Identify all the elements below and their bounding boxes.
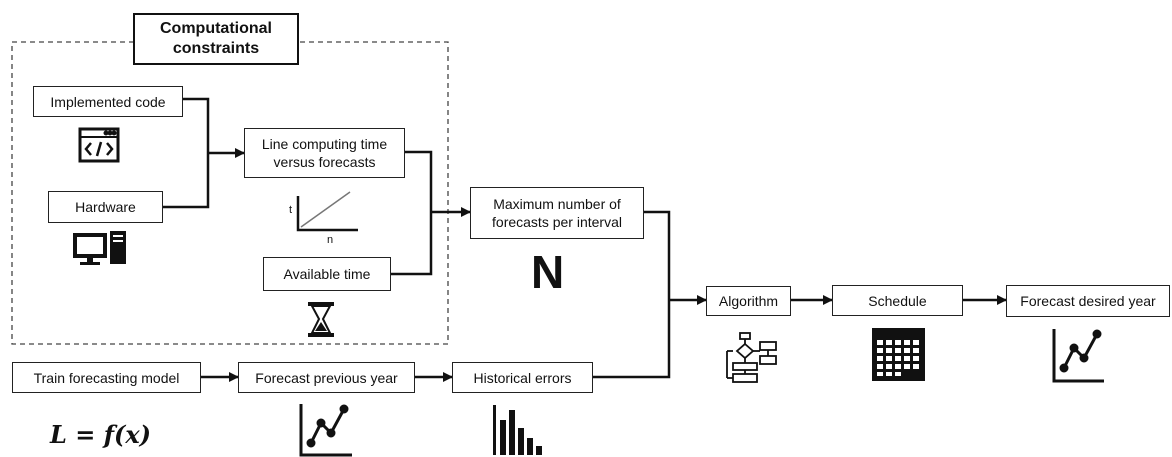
algorithm-box: Algorithm [706,286,791,316]
line-computing-time-box: Line computing time versus forecasts [244,128,405,178]
forecast-desired-year-box: Forecast desired year [1006,285,1170,317]
plot-y-label: t [289,204,293,216]
line-chart-icon [1052,329,1104,383]
constraints-title-line1: Computational [160,20,272,37]
flowchart-icon [726,332,777,383]
schedule-label: Schedule [868,292,927,309]
max-forecasts-label-1: Maximum number of [493,196,621,212]
implemented-code-box: Implemented code [33,86,183,117]
line-time-label-1: Line computing time [261,136,388,152]
available-time-label: Available time [283,266,371,282]
train-forecasting-model-box: Train forecasting model [12,362,201,393]
max-number-symbol: N [531,246,565,298]
constraints-title-line2: constraints [172,40,260,57]
connector-hardware [163,153,210,209]
connector-line-time [405,150,433,212]
plot-x-label: n [327,234,334,246]
schedule-box: Schedule [832,285,963,316]
implemented-code-label: Implemented code [50,93,166,110]
train-model-label: Train forecasting model [33,369,180,386]
max-forecasts-label-2: forecasts per interval [492,214,622,230]
maximum-forecasts-box: Maximum number of forecasts per interval [470,187,644,239]
bar-chart-icon [493,405,542,455]
hourglass-icon [308,302,334,337]
calendar-icon [872,328,925,381]
loss-formula: L = f(x) [50,420,152,449]
hardware-box: Hardware [48,191,163,223]
computer-icon [73,231,126,265]
hardware-label: Hardware [75,199,136,215]
connector-historical [593,300,671,379]
code-window-icon [78,127,120,163]
forecast-previous-label: Forecast previous year [255,369,398,386]
forecast-previous-year-box: Forecast previous year [238,362,415,393]
connector-max [644,210,671,300]
historical-errors-box: Historical errors [452,362,593,393]
line-chart-icon-previous [299,404,352,457]
historical-errors-label: Historical errors [473,369,572,386]
algorithm-label: Algorithm [718,293,779,309]
connector-available [391,212,433,276]
forecast-desired-label: Forecast desired year [1020,293,1156,309]
line-time-label-2: versus forecasts [273,154,376,170]
time-vs-n-plot [296,191,358,232]
connector-code [183,97,210,153]
available-time-box: Available time [263,257,391,291]
constraints-title: Computational constraints [133,13,299,65]
